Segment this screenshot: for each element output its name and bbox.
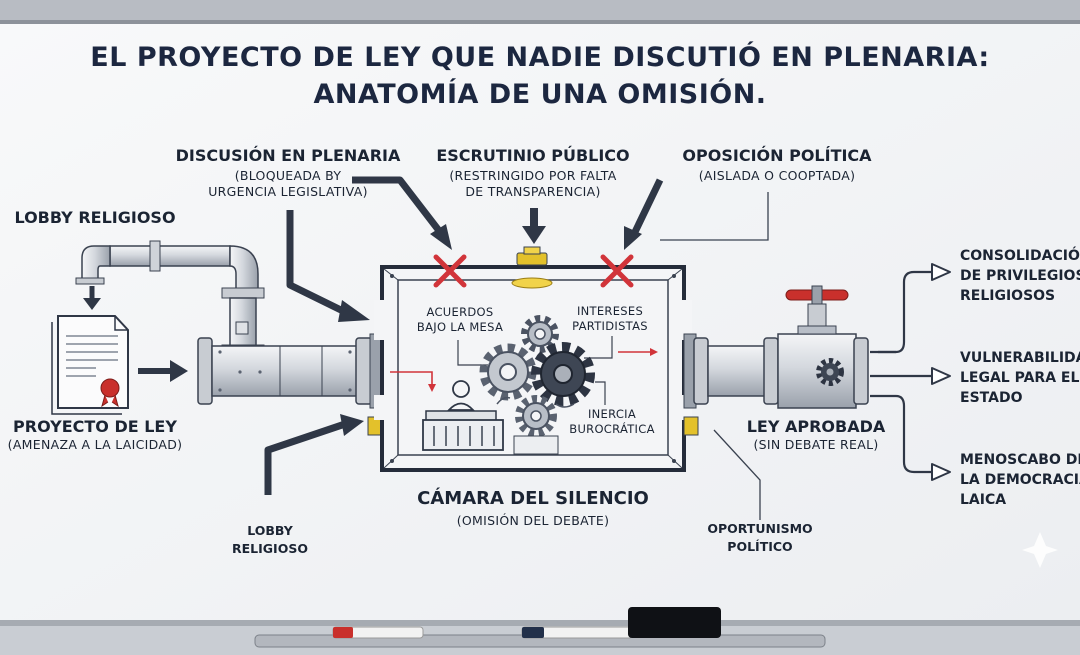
escrutinio-note-line-2: DE TRANSPARENCIA): [465, 184, 601, 199]
outcome-1-line-2: DE PRIVILEGIOS: [960, 268, 1080, 284]
outcome-1-line-1: CONSOLIDACIÓN: [960, 248, 1080, 264]
acuerdos-line-1: ACUERDOS: [426, 305, 494, 319]
lobby-top-pipe: [75, 240, 265, 356]
intereses-line-1: INTERESES: [576, 304, 644, 318]
gear-icon-small-top: [521, 315, 559, 353]
diagram-title-line-1: EL PROYECTO DE LEY QUE NADIE DISCUTIÓ EN…: [90, 42, 990, 73]
diagram-title-line-2: ANATOMÍA DE UNA OMISIÓN.: [313, 79, 767, 110]
plenaria-note-line-1: (BLOQUEADA BY: [234, 168, 342, 183]
gear-icon-center: [531, 342, 595, 406]
proyecto-note: (AMENAZA A LA LAICIDAD): [7, 437, 183, 452]
oposicion-note: (AISLADA O COOPTADA): [698, 168, 856, 183]
gear-icon-bottom: [515, 395, 557, 437]
outcome-arrowhead-3: [931, 463, 951, 481]
outcome-2-line-1: VULNERABILIDAD: [960, 350, 1080, 366]
proyecto-label: PROYECTO DE LEY: [13, 417, 177, 436]
input-pipe: [197, 333, 383, 436]
outcome-2-line-2: LEGAL PARA EL: [960, 370, 1080, 386]
output-pipe: [683, 333, 869, 436]
intereses-line-2: PARTIDISTAS: [572, 319, 648, 333]
gear-icon-left: [479, 343, 537, 401]
oportunismo-line-2: POLÍTICO: [727, 539, 793, 554]
figure-at-desk-icon: [422, 380, 504, 451]
outcome-arrowhead-1: [931, 263, 951, 281]
chamber-label: CÁMARA DEL SILENCIO: [417, 488, 649, 509]
outcome-2-line-3: ESTADO: [960, 390, 1023, 406]
outcome-3-line-2: LA DEMOCRACIA: [960, 472, 1080, 488]
lobby-bottom-line-1: LOBBY: [247, 523, 293, 538]
blocked-x-icon-plenaria: [433, 254, 467, 288]
blocked-x-icon-oposicion: [600, 254, 634, 288]
oposicion-leader: [660, 192, 769, 241]
oposicion-label: OPOSICIÓN POLÍTICA: [682, 146, 872, 165]
valve-wheel-icon[interactable]: [785, 285, 849, 335]
inercia-line-2: BUROCRÁTICA: [569, 422, 655, 436]
outcome-3-line-1: MENOSCABO DE: [960, 452, 1080, 468]
ley-note: (SIN DEBATE REAL): [753, 437, 879, 452]
outcome-arrows: [870, 270, 936, 474]
oportunismo-line-1: OPORTUNISMO: [707, 521, 813, 536]
outcome-arrowhead-2: [931, 367, 951, 385]
arrow-lobby-bottom: [264, 414, 364, 495]
eraser[interactable]: [628, 607, 721, 638]
sparkle-icon: [1022, 532, 1058, 568]
outcome-3-line-3: LAICA: [960, 492, 1007, 508]
arrow-plenaria: [352, 176, 452, 250]
lobby-bottom-line-2: RELIGIOSO: [232, 541, 308, 556]
arrow-plenaria-bend: [286, 210, 370, 322]
gear-icon-valve: [816, 358, 844, 386]
arrow-oposicion: [624, 178, 664, 250]
arrow-escrutinio: [522, 208, 546, 244]
escrutinio-label: ESCRUTINIO PÚBLICO: [436, 146, 630, 165]
inercia-line-1: INERCIA: [587, 407, 637, 421]
gear-base: [513, 435, 559, 455]
chamber-note: (OMISIÓN DEL DEBATE): [456, 513, 610, 528]
escrutinio-note-line-1: (RESTRINGIDO POR FALTA: [449, 168, 617, 183]
plenaria-note-line-2: URGENCIA LEGISLATIVA): [208, 184, 368, 199]
document-icon: [51, 315, 129, 415]
oportunismo-leader: [713, 429, 761, 520]
outcome-1-line-3: RELIGIOSOS: [960, 288, 1056, 304]
arrow-document-to-pipe: [138, 360, 188, 382]
acuerdos-line-2: BAJO LA MESA: [416, 320, 504, 334]
lobby-top-label: LOBBY RELIGIOSO: [14, 208, 176, 227]
plenaria-label: DISCUSIÓN EN PLENARIA: [175, 146, 401, 165]
ley-label: LEY APROBADA: [746, 417, 886, 436]
